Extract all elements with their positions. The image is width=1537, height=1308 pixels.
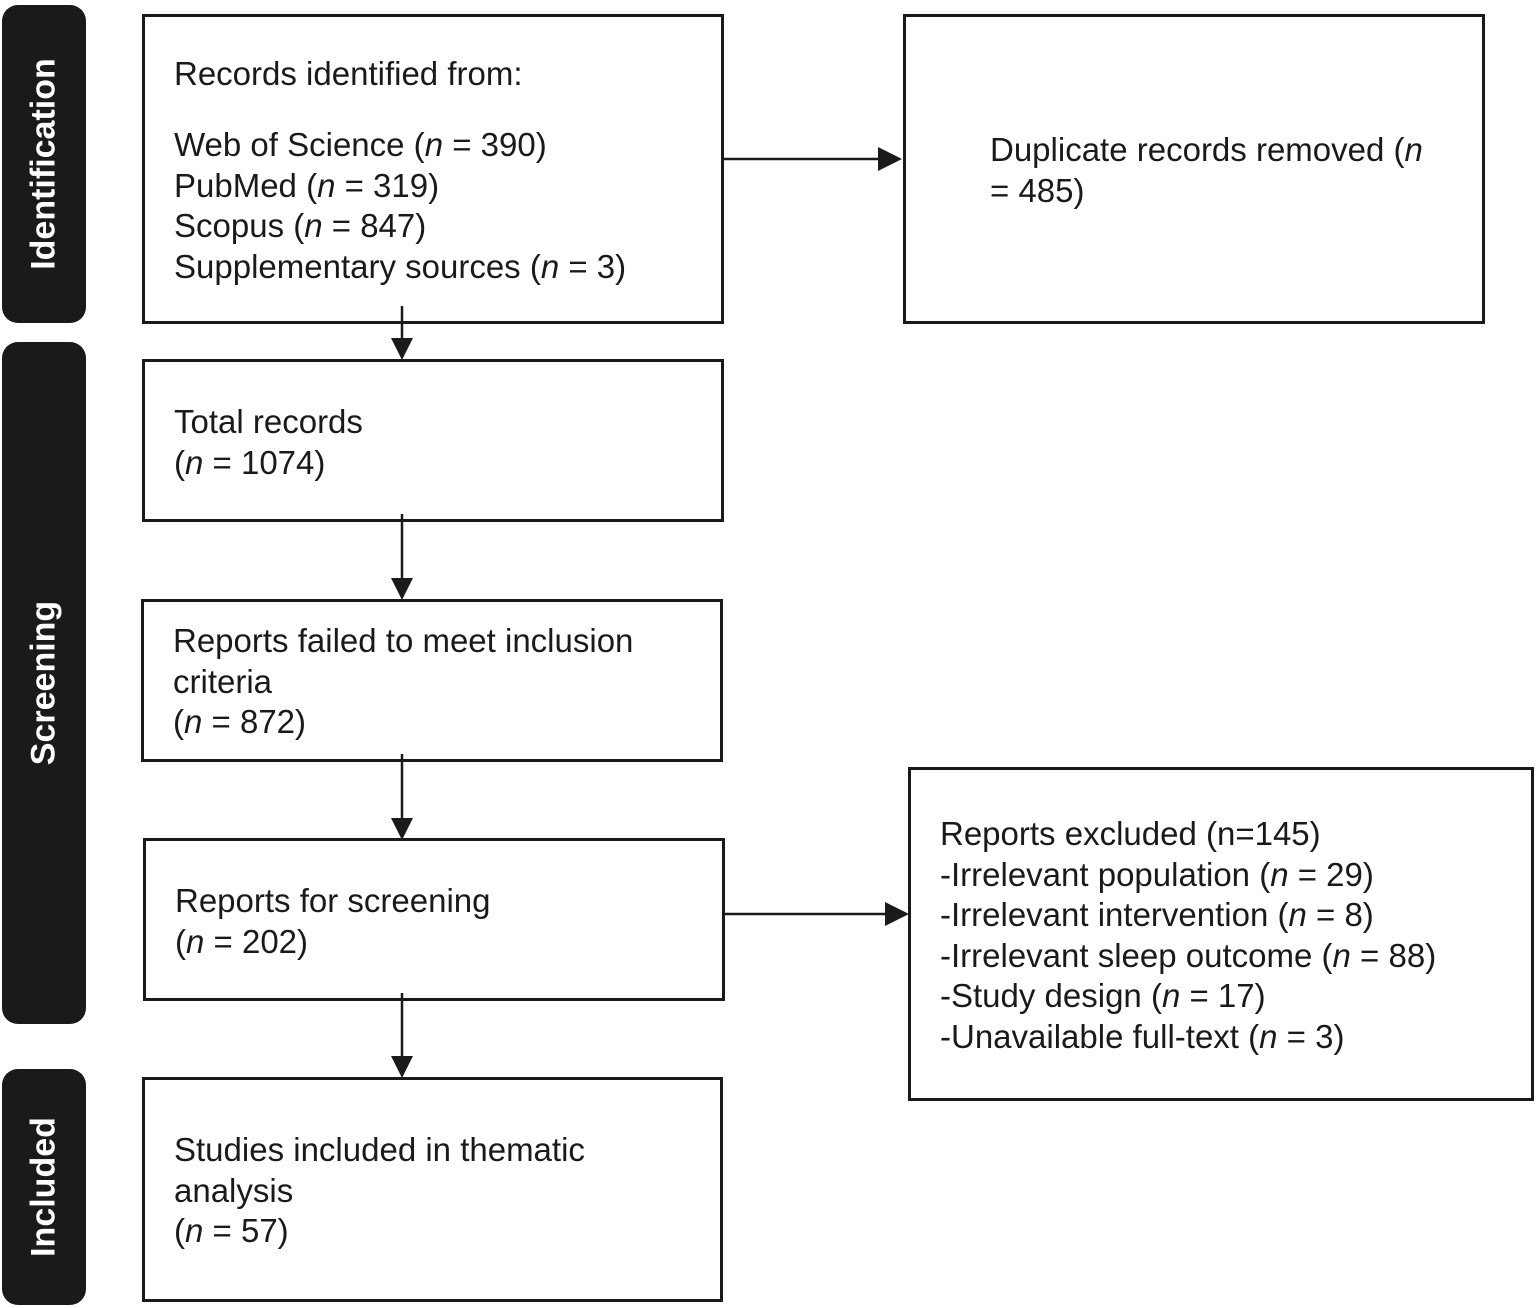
arrowhead-studies-included xyxy=(391,1056,413,1078)
studies-included-text: Studies included in thematic analysis (n… xyxy=(174,1131,585,1249)
arrowhead-total-records xyxy=(391,338,413,360)
arrowhead-duplicates xyxy=(878,147,902,171)
source-line: Scopus (n = 847) xyxy=(174,207,427,244)
duplicates-removed-box xyxy=(903,14,1485,324)
records-identified-heading: Records identified from: xyxy=(174,55,523,92)
studies-included-box xyxy=(142,1077,723,1302)
excluded-heading: Reports excluded (n=145) xyxy=(940,815,1321,852)
total-records-box xyxy=(142,359,724,522)
exclusion-reason: -Unavailable full-text (n = 3) xyxy=(940,1017,1345,1055)
exclusion-reason: -Irrelevant sleep outcome (n = 88) xyxy=(940,936,1437,974)
arrowhead-reports-screening xyxy=(391,818,413,840)
phase-bar-identification: Identification xyxy=(2,5,86,323)
exclusion-reason: -Irrelevant intervention (n = 8) xyxy=(940,896,1374,933)
failed-inclusion-text: Reports failed to meet inclusion criteri… xyxy=(173,622,634,740)
duplicates-removed-text: Duplicate records removed (n = 485) xyxy=(990,131,1423,209)
arrowhead-failed-inclusion xyxy=(391,578,413,600)
exclusion-reason: -Irrelevant population (n = 29) xyxy=(940,855,1374,893)
phase-bar-screening: Screening xyxy=(2,342,86,1024)
records-identified-box xyxy=(142,14,724,324)
reports-excluded-text: Reports excluded (n=145) -Irrelevant pop… xyxy=(940,814,1436,1057)
source-line: Web of Science (n = 390) xyxy=(174,126,547,163)
phase-bar-included: Included xyxy=(2,1069,86,1305)
source-line: Supplementary sources (n = 3) xyxy=(174,247,627,285)
records-identified-sources: Web of Science (n = 390) PubMed (n = 319… xyxy=(174,125,626,287)
exclusion-reason: -Study design (n = 17) xyxy=(940,977,1266,1014)
reports-excluded-box xyxy=(908,767,1534,1101)
arrowhead-reports-excluded xyxy=(885,902,909,926)
reports-screening-box xyxy=(143,838,725,1001)
source-line: PubMed (n = 319) xyxy=(174,166,440,204)
failed-inclusion-box xyxy=(141,599,723,762)
reports-screening-text: Reports for screening (n = 202) xyxy=(175,882,491,960)
total-records-text: Total records (n = 1074) xyxy=(174,403,363,481)
